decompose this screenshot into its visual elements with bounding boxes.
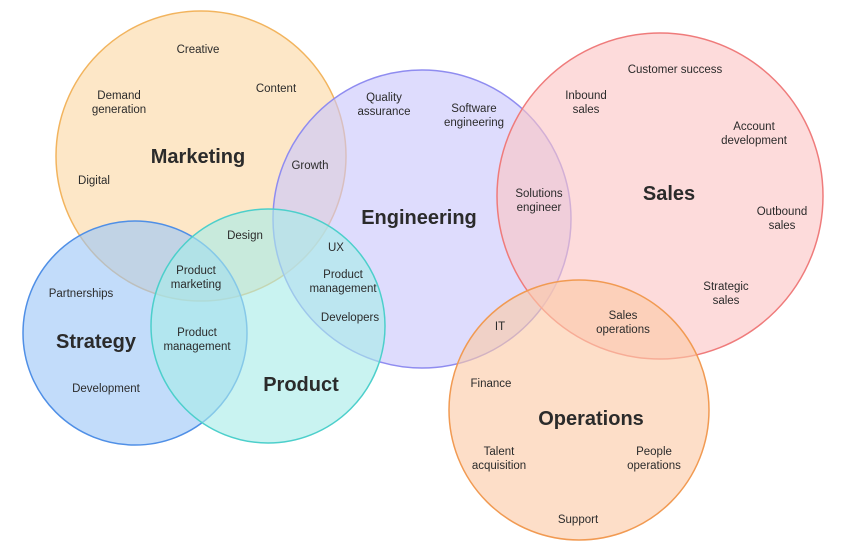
people-operations-line: operations xyxy=(627,460,681,472)
content-label: Content xyxy=(256,83,297,95)
creative-line: Creative xyxy=(177,44,220,56)
growth-label: Growth xyxy=(291,160,328,172)
product-title: Product xyxy=(263,374,339,396)
account-development-line: development xyxy=(721,135,788,147)
marketing-title: Marketing xyxy=(151,146,245,168)
software-engineering-line: engineering xyxy=(444,117,504,129)
support-label: Support xyxy=(558,514,599,526)
software-engineering-line: Software xyxy=(451,103,496,115)
partnerships-label: Partnerships xyxy=(49,288,114,300)
strategic-sales-line: sales xyxy=(713,295,740,307)
outbound-sales-label: Outbound sales xyxy=(757,206,808,232)
product-management-label: Product management xyxy=(163,327,231,353)
strategy-title: Strategy xyxy=(56,331,137,353)
creative-label: Creative xyxy=(177,44,220,56)
ux-line: UX xyxy=(328,242,344,254)
inbound-sales-label: Inbound sales xyxy=(565,90,607,116)
outbound-sales-line: Outbound xyxy=(757,206,808,218)
growth-line: Growth xyxy=(291,160,328,172)
product-management-eng-line: management xyxy=(309,283,377,295)
digital-label: Digital xyxy=(78,175,110,187)
titles-layer: MarketingEngineeringSalesStrategyProduct… xyxy=(56,146,695,430)
content-line: Content xyxy=(256,83,297,95)
sales-operations-line: operations xyxy=(596,324,650,336)
solutions-engineer-line: Solutions xyxy=(515,188,563,200)
design-line: Design xyxy=(227,230,263,242)
operations-circle xyxy=(448,279,710,541)
customer-success-label: Customer success xyxy=(628,64,723,76)
inbound-sales-line: sales xyxy=(573,104,600,116)
outbound-sales-line: sales xyxy=(769,220,796,232)
finance-label: Finance xyxy=(471,378,512,390)
product-management-eng-label: Product management xyxy=(309,269,377,295)
design-label: Design xyxy=(227,230,263,242)
strategic-sales-label: Strategic sales xyxy=(703,281,749,307)
it-label: IT xyxy=(495,321,505,333)
people-operations-label: People operations xyxy=(627,446,681,472)
talent-acquisition-label: Talent acquisition xyxy=(472,446,526,472)
developers-line: Developers xyxy=(321,312,379,324)
product-marketing-line: Product xyxy=(176,265,216,277)
sales-operations-line: Sales xyxy=(609,310,638,322)
product-management-line: Product xyxy=(177,327,217,339)
circles-layer xyxy=(22,10,824,541)
quality-assurance-line: Quality xyxy=(366,92,402,104)
solutions-engineer-label: Solutions engineer xyxy=(515,188,563,214)
operations-title: Operations xyxy=(538,408,644,430)
demand-generation-line: Demand xyxy=(97,90,140,102)
developers-label: Developers xyxy=(321,312,379,324)
sales-title: Sales xyxy=(643,183,695,205)
product-marketing-line: marketing xyxy=(171,279,222,291)
product-management-eng-line: Product xyxy=(323,269,363,281)
inbound-sales-line: Inbound xyxy=(565,90,607,102)
talent-acquisition-line: Talent xyxy=(484,446,515,458)
demand-generation-line: generation xyxy=(92,104,146,116)
talent-acquisition-line: acquisition xyxy=(472,460,526,472)
account-development-line: Account xyxy=(733,121,775,133)
partnerships-line: Partnerships xyxy=(49,288,114,300)
people-operations-line: People xyxy=(636,446,672,458)
it-line: IT xyxy=(495,321,505,333)
quality-assurance-line: assurance xyxy=(357,106,410,118)
development-line: Development xyxy=(72,383,141,395)
account-development-label: Account development xyxy=(721,121,788,147)
digital-line: Digital xyxy=(78,175,110,187)
support-line: Support xyxy=(558,514,599,526)
strategic-sales-line: Strategic xyxy=(703,281,749,293)
software-engineering-label: Software engineering xyxy=(444,103,504,129)
sales-operations-label: Sales operations xyxy=(596,310,650,336)
product-management-line: management xyxy=(163,341,231,353)
development-label: Development xyxy=(72,383,141,395)
finance-line: Finance xyxy=(471,378,512,390)
product-marketing-label: Product marketing xyxy=(171,265,222,291)
product-circle xyxy=(150,208,386,444)
solutions-engineer-line: engineer xyxy=(517,202,562,214)
quality-assurance-label: Quality assurance xyxy=(357,92,410,118)
demand-generation-label: Demand generation xyxy=(92,90,146,116)
engineering-title: Engineering xyxy=(361,207,477,229)
ux-label: UX xyxy=(328,242,344,254)
customer-success-line: Customer success xyxy=(628,64,723,76)
